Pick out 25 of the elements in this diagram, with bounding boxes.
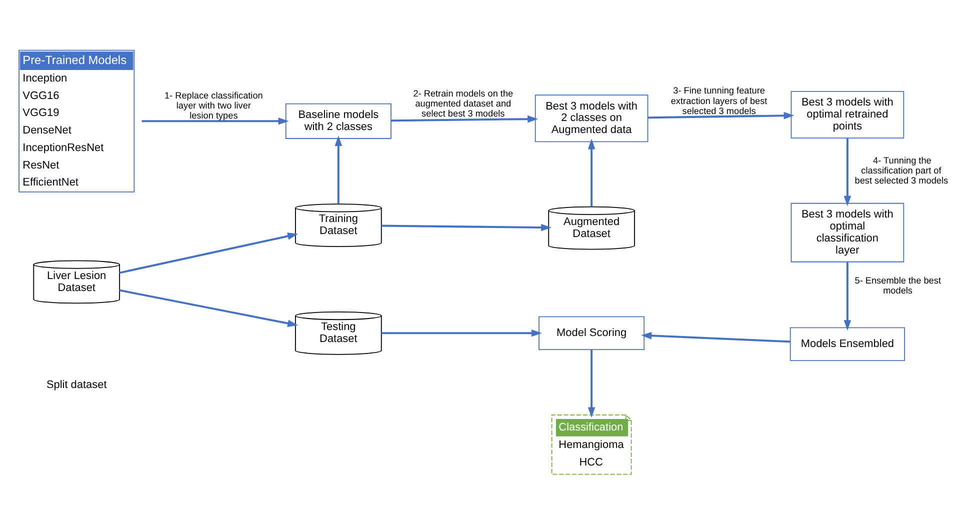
edge-label: 3- Fine tunning feature extraction layers of best selected 3 models [670, 86, 768, 116]
node-box: Models Ensembled [790, 327, 906, 362]
node-box: Model Scoring [538, 316, 645, 350]
edge-label: 2- Retrain models on the augmented dataset and select best 3 models [413, 88, 514, 119]
arrow [588, 350, 596, 418]
label: Split dataset [46, 379, 107, 392]
arrow [142, 117, 289, 125]
arrow [119, 232, 298, 274]
node-box: Best 3 models with optimal retrained points [790, 90, 904, 138]
arrow [381, 224, 552, 232]
arrow [381, 330, 542, 337]
arrow [844, 262, 852, 331]
arrow [119, 289, 298, 327]
edge-label: 1- Replace classification layer with two liver lesion types [164, 90, 263, 120]
arrow [391, 115, 538, 123]
edge-label: 5- Ensemble the best models [854, 275, 941, 296]
node-box: Best 3 models with optimal classification layer [790, 202, 904, 262]
arrow [844, 138, 852, 206]
arrow [648, 112, 794, 120]
arrow [641, 332, 790, 343]
node-box: Baseline models with 2 classes [285, 103, 392, 139]
arrow [588, 138, 596, 207]
edge-label: 4- Tunning the classification part of best selected 3 models [854, 155, 948, 186]
arrow [334, 136, 342, 204]
node-box: Best 3 models with 2 classes on Augmented data [534, 94, 648, 142]
